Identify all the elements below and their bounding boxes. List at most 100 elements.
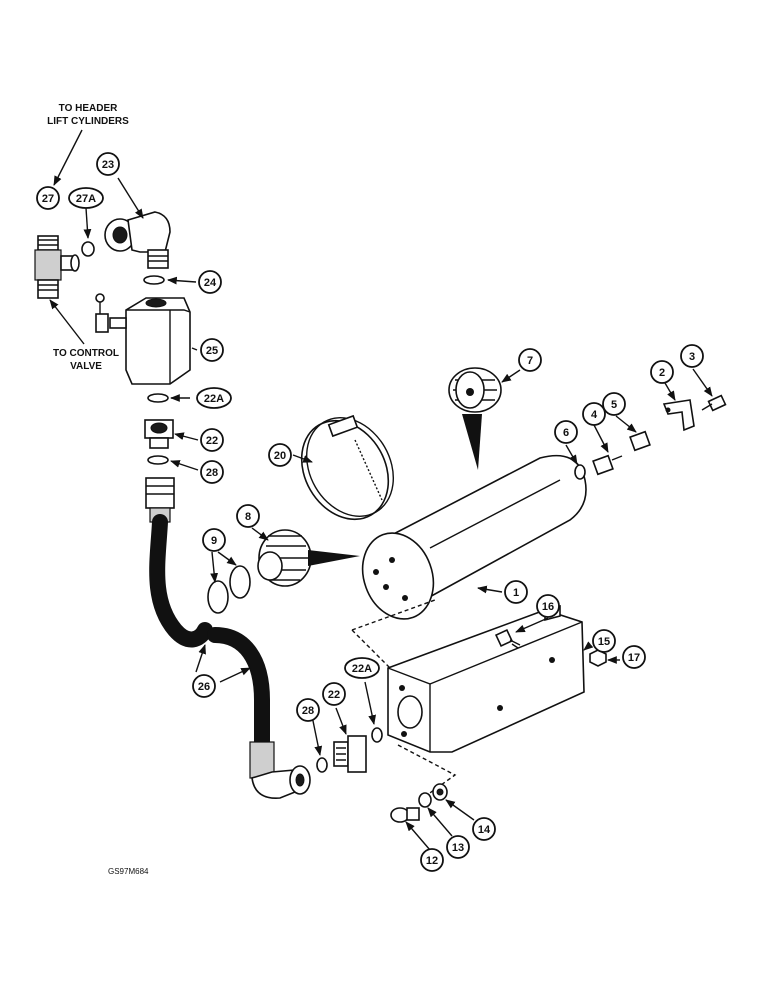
callout-label: 9 xyxy=(211,535,217,547)
part-24-o-ring xyxy=(143,275,165,285)
leader-24 xyxy=(167,276,197,285)
callout-4: 4 xyxy=(582,402,606,426)
callout-22-top: 22 xyxy=(200,428,224,452)
callout-6: 6 xyxy=(554,420,578,444)
part-2-bracket xyxy=(662,399,695,432)
guide-dash-a xyxy=(351,629,391,669)
callout-label: 5 xyxy=(611,399,617,411)
callout-label: 1 xyxy=(513,587,519,599)
part-13-lock-washer xyxy=(418,792,432,808)
note-to-header-line1: TO HEADER xyxy=(59,103,118,114)
callout-7: 7 xyxy=(518,348,542,372)
note-to-control: TO CONTROL VALVE xyxy=(53,348,119,372)
callout-label: 2 xyxy=(659,367,665,379)
part-23-elbow-fitting xyxy=(104,211,171,269)
part-1-accumulator xyxy=(361,454,587,620)
callout-label: 23 xyxy=(102,159,114,171)
leader-26-b xyxy=(219,667,251,683)
leader-12 xyxy=(405,821,431,851)
callout-label: 20 xyxy=(274,450,286,462)
leader-7-wedge xyxy=(462,414,482,470)
callout-label: 8 xyxy=(245,511,251,523)
leader-27a xyxy=(83,207,92,239)
callout-24: 24 xyxy=(198,270,222,294)
callout-label: 28 xyxy=(206,467,218,479)
callout-1: 1 xyxy=(504,580,528,604)
callout-9: 9 xyxy=(202,528,226,552)
callout-bubble xyxy=(268,443,292,467)
leader-to-control xyxy=(49,299,85,345)
part-12-bolt xyxy=(390,807,420,823)
callout-2: 2 xyxy=(650,360,674,384)
callout-label: 4 xyxy=(591,409,598,421)
leader-9-b xyxy=(217,551,237,566)
callout-17: 17 xyxy=(622,645,646,669)
part-8-piston xyxy=(257,529,312,587)
leader-14 xyxy=(445,799,475,821)
callout-bubble xyxy=(322,682,346,706)
callout-bubble xyxy=(420,848,444,872)
callout-label: 6 xyxy=(563,427,569,439)
callout-label: 3 xyxy=(689,351,695,363)
callout-bubble xyxy=(518,348,542,372)
callout-label: 22 xyxy=(328,689,340,701)
leader-25 xyxy=(191,347,198,351)
leader-5 xyxy=(615,415,637,433)
callout-bubble xyxy=(36,186,60,210)
leader-4 xyxy=(593,424,609,453)
callout-label: 15 xyxy=(598,636,610,648)
callout-bubble xyxy=(198,270,222,294)
callout-bubble xyxy=(504,580,528,604)
callout-bubble xyxy=(200,428,224,452)
callout-14: 14 xyxy=(472,817,496,841)
part-27a-o-ring xyxy=(81,241,95,257)
callout-label: 28 xyxy=(302,705,314,717)
callout-bubble xyxy=(446,835,470,859)
part-5-cap xyxy=(629,430,651,452)
callout-bubble xyxy=(192,674,216,698)
callout-27a: 27A xyxy=(68,187,104,209)
callout-label: 22A xyxy=(352,663,372,675)
callout-label: 22 xyxy=(206,435,218,447)
callout-8: 8 xyxy=(236,504,260,528)
leader-23 xyxy=(117,177,144,219)
leader-13 xyxy=(427,807,453,837)
figure-reference: GS97M684 xyxy=(108,867,149,876)
callout-bubble xyxy=(96,152,120,176)
callout-bubble xyxy=(680,344,704,368)
leader-7 xyxy=(501,369,521,383)
callout-bubble xyxy=(68,187,104,209)
callout-25: 25 xyxy=(200,338,224,362)
leader-16 xyxy=(515,617,549,633)
part-16-bolt xyxy=(494,628,521,649)
callout-bubble xyxy=(296,698,320,722)
callout-label: 16 xyxy=(542,601,554,613)
callout-22-bot: 22 xyxy=(322,682,346,706)
callout-label: 14 xyxy=(478,824,491,836)
leader-6 xyxy=(565,444,578,465)
part-26-hose-assembly xyxy=(145,477,311,799)
part-7-end-plug xyxy=(448,367,502,413)
callout-label: 25 xyxy=(206,345,218,357)
leader-26-a xyxy=(195,644,206,673)
part-4-valve-core xyxy=(592,454,623,476)
leader-9-a xyxy=(210,551,219,583)
callout-15: 15 xyxy=(592,629,616,653)
callout-bubble xyxy=(196,387,232,409)
callout-bubble xyxy=(582,402,606,426)
callout-20: 20 xyxy=(268,443,292,467)
callout-label: 12 xyxy=(426,855,438,867)
leader-8-wedge xyxy=(308,550,360,566)
part-20-hose-clamp xyxy=(300,414,395,521)
callout-bubble xyxy=(200,460,224,484)
part-22-top-adapter xyxy=(144,419,174,449)
note-to-header: TO HEADER LIFT CYLINDERS xyxy=(47,103,129,127)
note-to-control-line1: TO CONTROL xyxy=(53,348,119,359)
callout-bubble xyxy=(200,338,224,362)
callout-label: 22A xyxy=(204,393,224,405)
part-27-tee-fitting xyxy=(34,235,80,299)
callout-26: 26 xyxy=(192,674,216,698)
callout-bubble xyxy=(472,817,496,841)
note-to-control-line2: VALVE xyxy=(70,361,102,372)
